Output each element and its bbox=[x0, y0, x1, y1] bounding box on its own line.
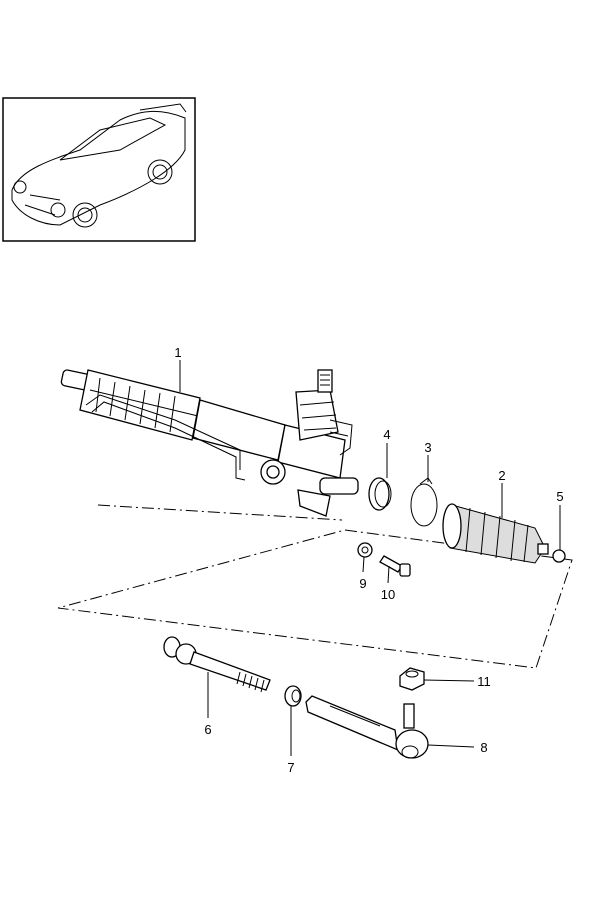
callout-2[interactable]: 2 bbox=[498, 468, 505, 483]
callout-3[interactable]: 3 bbox=[424, 440, 431, 455]
callout-8[interactable]: 8 bbox=[480, 740, 487, 755]
callout-5[interactable]: 5 bbox=[556, 489, 563, 504]
tie-rod[interactable] bbox=[163, 636, 271, 693]
callout-7[interactable]: 7 bbox=[287, 760, 294, 775]
callout-4[interactable]: 4 bbox=[383, 427, 390, 442]
callout-6[interactable]: 6 bbox=[204, 722, 211, 737]
boot[interactable] bbox=[442, 503, 549, 564]
clamp-ring[interactable] bbox=[368, 477, 392, 511]
callout-11[interactable]: 11 bbox=[477, 674, 491, 689]
callout-9[interactable]: 9 bbox=[359, 576, 366, 591]
nut[interactable] bbox=[357, 542, 373, 558]
tie-rod-end[interactable] bbox=[305, 695, 429, 759]
bolt[interactable] bbox=[379, 555, 411, 577]
callout-1[interactable]: 1 bbox=[174, 345, 181, 360]
steering-gear[interactable] bbox=[60, 369, 359, 517]
lock-nut[interactable] bbox=[284, 685, 302, 707]
small-clamp[interactable] bbox=[552, 549, 566, 563]
assembly-outline bbox=[57, 504, 573, 669]
self-locking-nut[interactable] bbox=[399, 667, 425, 691]
vehicle-thumbnail[interactable] bbox=[2, 97, 196, 242]
leader-lines bbox=[179, 360, 561, 756]
callout-10[interactable]: 10 bbox=[381, 587, 395, 602]
clamp[interactable] bbox=[410, 477, 438, 527]
